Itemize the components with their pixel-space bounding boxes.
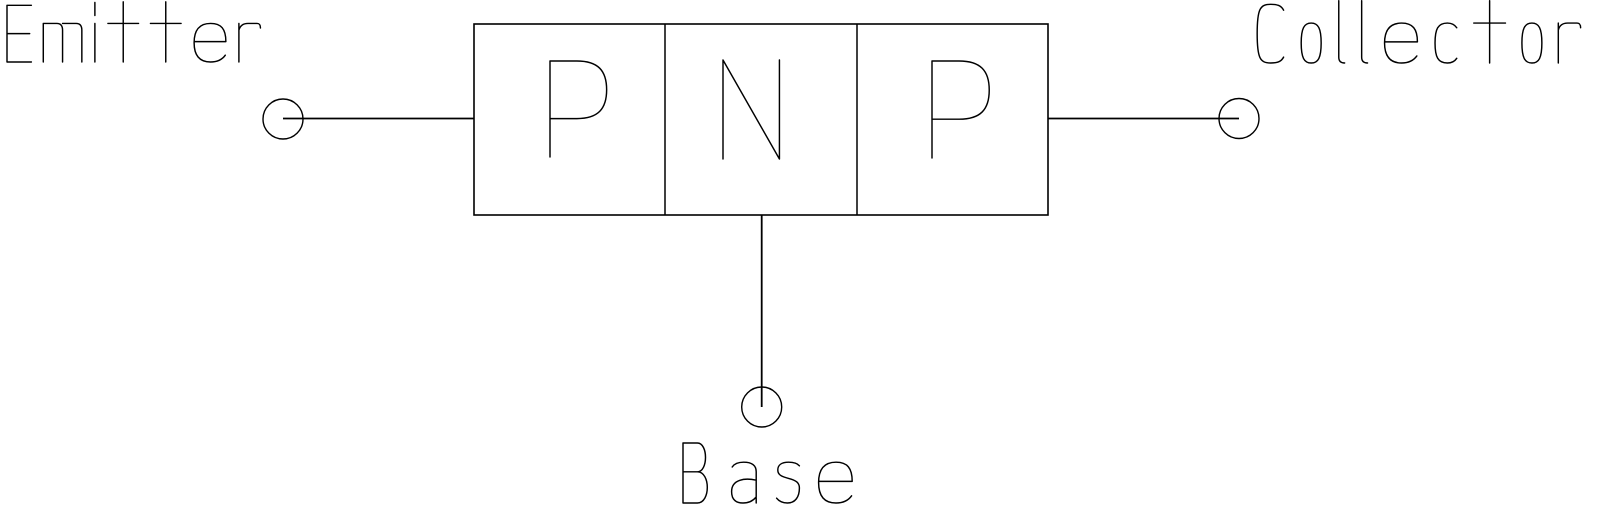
emitter-terminal-circle	[262, 98, 304, 140]
stroke-glyph	[683, 443, 707, 503]
stroke-glyph	[239, 23, 261, 62]
stroke-glyph	[732, 462, 757, 503]
base-terminal-circle	[741, 386, 783, 428]
stroke-glyph	[1362, 1, 1368, 63]
stroke-glyph	[150, 2, 181, 62]
stroke-glyph	[1522, 23, 1542, 63]
stroke-glyph	[723, 60, 779, 159]
collector-label: Collector	[1257, 1, 1580, 63]
base-region-label: N	[723, 60, 779, 159]
emitter-region-label: P	[550, 61, 607, 157]
stroke-glyph	[1558, 23, 1580, 63]
stroke-glyph	[1385, 23, 1418, 63]
collector-region-label: P	[932, 61, 989, 158]
stroke-glyph	[1435, 23, 1457, 63]
stroke-glyph	[108, 2, 139, 62]
stroke-glyph	[777, 462, 800, 503]
collector-terminal-circle	[1218, 97, 1260, 140]
stroke-glyph	[43, 23, 82, 62]
stroke-glyph	[1301, 23, 1321, 63]
stroke-glyph	[550, 61, 607, 157]
stroke-glyph	[1339, 1, 1345, 63]
stroke-glyph	[7, 5, 31, 62]
emitter-label: Emitter	[7, 2, 260, 62]
stroke-glyph	[1257, 4, 1283, 63]
base-label: Base	[683, 443, 852, 503]
stroke-glyph	[1474, 1, 1506, 63]
stroke-glyph	[194, 23, 226, 62]
stroke-glyph	[932, 61, 989, 158]
stroke-glyph	[819, 462, 853, 503]
